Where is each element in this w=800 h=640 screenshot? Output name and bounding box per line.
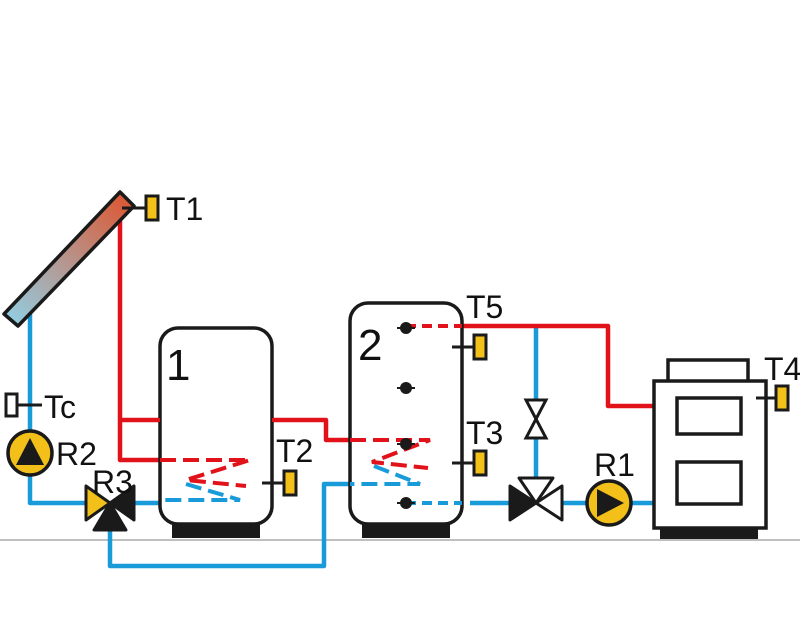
sensor-tc xyxy=(4,392,42,418)
label-t3: T3 xyxy=(466,415,503,451)
three-way-valve-icon xyxy=(84,484,136,532)
valve-bottom-pipe xyxy=(107,481,350,569)
label-t1: T1 xyxy=(166,191,203,227)
mixing-valve xyxy=(508,476,564,522)
label-tank2: 2 xyxy=(358,321,382,370)
tank2-ports xyxy=(397,322,415,509)
solar-collector-icon xyxy=(2,190,136,328)
temperature-sensor-icon xyxy=(4,392,19,418)
label-r3: R3 xyxy=(92,464,133,500)
sensor-t2 xyxy=(262,469,298,497)
label-tc: Tc xyxy=(44,389,76,425)
label-tank1: 1 xyxy=(166,341,190,390)
tank1-to-tank2-pipe xyxy=(272,417,350,443)
pump-r1 xyxy=(585,479,633,527)
label-t2: T2 xyxy=(276,433,313,469)
boiler-upper-door xyxy=(675,396,743,436)
label-t4: T4 xyxy=(764,351,800,387)
tank2-top-to-boiler-pipe xyxy=(462,323,654,409)
hot-pipes xyxy=(117,215,654,463)
temperature-sensor-icon xyxy=(774,384,790,412)
pump-r2-arrow xyxy=(16,438,44,465)
pump-r2 xyxy=(6,429,54,477)
sensor-t4 xyxy=(756,384,790,412)
temperature-sensor-icon xyxy=(282,469,298,497)
check-valve-icon xyxy=(523,398,549,440)
boiler-icon xyxy=(652,358,768,539)
pump-r1-arrow xyxy=(597,489,624,517)
sensor-t5 xyxy=(452,333,488,361)
sensor-t3 xyxy=(452,449,488,477)
storage-tank-2 xyxy=(348,301,464,538)
label-r2: R2 xyxy=(56,436,97,472)
tank2-base xyxy=(362,522,450,538)
tank1-base xyxy=(172,522,260,538)
storage-tank-icon xyxy=(158,326,274,526)
tank2-coil-hot xyxy=(350,438,431,470)
collector-flow-pipe xyxy=(117,215,160,463)
tank1-coil-hot xyxy=(160,458,251,488)
boiler-lower-door xyxy=(675,460,743,506)
temperature-sensor-icon xyxy=(472,449,488,477)
boiler-flue xyxy=(666,358,750,384)
boiler-base xyxy=(660,527,758,539)
label-r1: R1 xyxy=(594,447,635,483)
label-t5: T5 xyxy=(466,289,503,325)
tank1-coil-cold xyxy=(160,482,241,502)
tank2-coil-cold xyxy=(350,464,421,486)
sensor-t1 xyxy=(122,194,160,222)
storage-tank-1 xyxy=(148,326,286,538)
temperature-sensor-icon xyxy=(472,333,488,361)
temperature-sensor-icon xyxy=(144,194,160,222)
collector-return-pipe xyxy=(27,312,90,506)
